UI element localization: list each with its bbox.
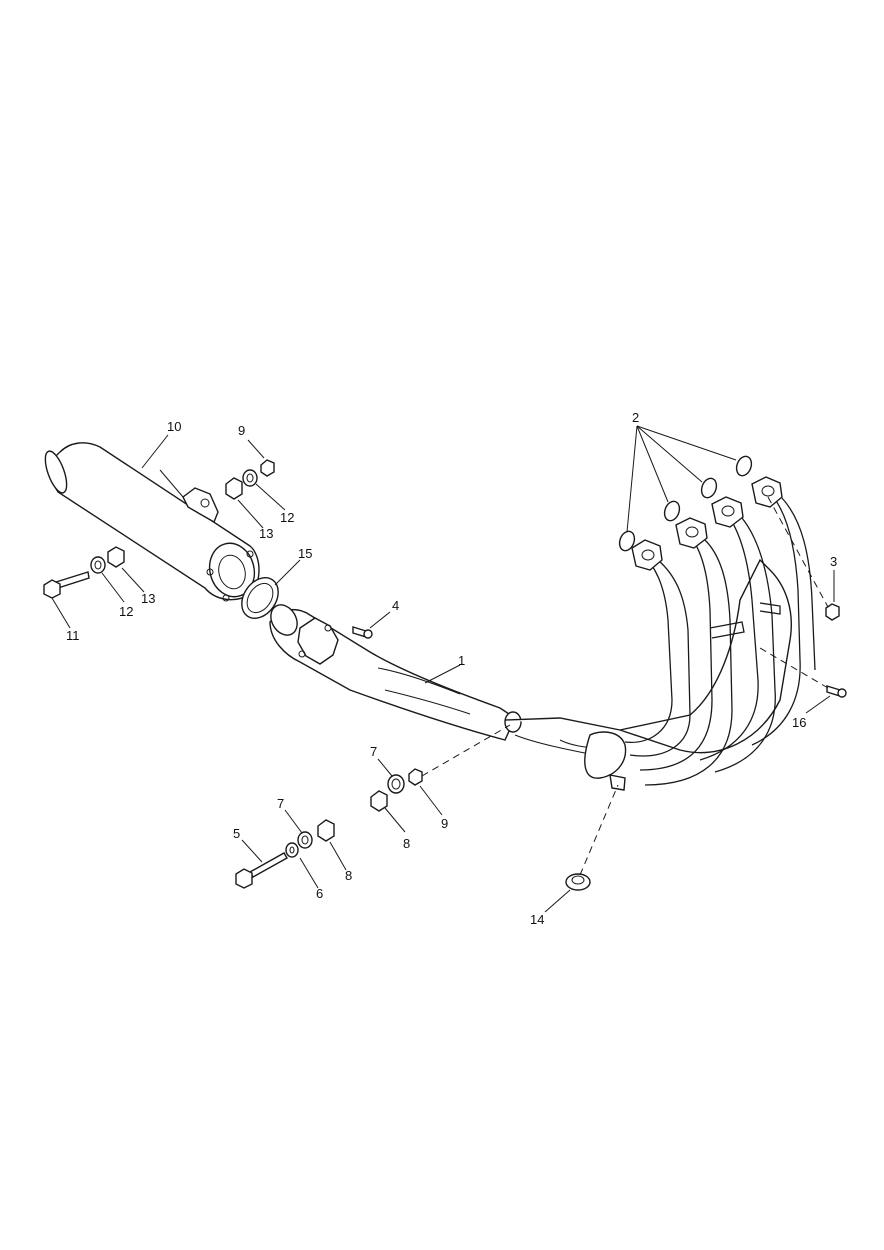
collar-7-low (297, 831, 313, 849)
callout-12-left: 12 (119, 604, 133, 619)
callout-7-low: 7 (277, 796, 284, 811)
nut-3 (825, 603, 840, 621)
bolt-16 (826, 685, 847, 698)
callout-16: 16 (792, 715, 806, 730)
mount-rubber-8-low (317, 819, 335, 842)
callout-11: 11 (66, 628, 80, 643)
mount-rubber-8-mid (370, 790, 388, 812)
callout-2: 2 (632, 410, 639, 425)
callout-6: 6 (316, 886, 323, 901)
washer-6 (285, 842, 299, 858)
washer-12-top (242, 469, 258, 487)
callout-1: 1 (458, 653, 465, 668)
nut-9-top (260, 459, 275, 477)
header-pipes (504, 476, 816, 791)
callout-12-top: 12 (280, 510, 294, 525)
callout-13-left: 13 (141, 591, 155, 606)
assembly-lines (421, 496, 829, 876)
bolt-5 (235, 852, 288, 889)
callout-4: 4 (392, 598, 399, 613)
nut-9-mid (408, 768, 423, 786)
callout-7-mid: 7 (370, 744, 377, 759)
callout-8-low: 8 (345, 868, 352, 883)
callout-9-top: 9 (238, 423, 245, 438)
collar-7-mid (387, 774, 405, 794)
mount-rubber-13-top (225, 477, 243, 500)
mount-rubber-13-left (107, 546, 125, 568)
callout-9-mid: 9 (441, 816, 448, 831)
callout-15: 15 (298, 546, 312, 561)
callout-14: 14 (530, 912, 544, 927)
callout-13-top: 13 (259, 526, 273, 541)
gasket-15 (241, 577, 279, 619)
port-gaskets (618, 455, 753, 552)
leader-lines (51, 425, 835, 913)
bolt-11 (43, 571, 90, 599)
callout-5: 5 (233, 826, 240, 841)
callout-10: 10 (167, 419, 181, 434)
callout-8-mid: 8 (403, 836, 410, 851)
washer-12-left (90, 556, 106, 574)
callout-3: 3 (830, 554, 837, 569)
grommet-14 (565, 873, 591, 891)
bolt-4 (352, 626, 373, 639)
silencer (44, 442, 260, 602)
callout-labels: 1 2 3 4 5 6 7 8 7 8 9 9 10 11 12 13 12 1… (66, 410, 837, 927)
link-pipe (269, 604, 522, 741)
